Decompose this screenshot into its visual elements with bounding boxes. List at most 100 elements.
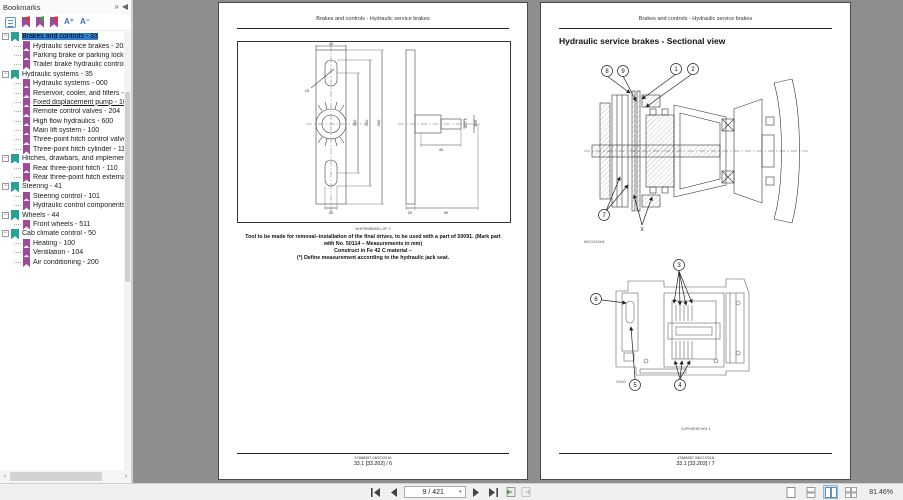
- collapse-box-icon[interactable]: −: [2, 33, 9, 41]
- bookmark-item[interactable]: − Steering - 41: [0, 182, 124, 192]
- previous-view-icon[interactable]: [504, 486, 517, 499]
- single-page-view-icon[interactable]: [783, 485, 798, 499]
- bookmark-item-label: Main lift system - 100: [33, 127, 100, 135]
- footer-page-number: 33.1 [33.202] / 6: [353, 461, 393, 467]
- bookmark-item[interactable]: Rear three-point hitch - 110: [0, 163, 124, 173]
- panel-collapse-icon[interactable]: ◀: [121, 2, 128, 11]
- bookmark-item-label: Hitches, drawbars, and implement cou: [22, 155, 124, 163]
- bookmark-icon: [23, 78, 30, 89]
- dim-label: 200: [352, 119, 357, 126]
- tool-drawing-svg: 40 15 200 350 390 20 40 20 90 Ø27.5 Ø36: [305, 42, 480, 215]
- bookmark-tool-icon-1[interactable]: [22, 16, 30, 28]
- chevron-down-icon[interactable]: ▾: [458, 489, 462, 495]
- facing-continuous-view-icon[interactable]: [843, 485, 858, 499]
- continuous-view-icon[interactable]: [803, 485, 818, 499]
- bookmark-item[interactable]: −Wheels - 44: [0, 210, 124, 220]
- tool-drawing-figure: 40 15 200 350 390 20 40 20 90 Ø27.5 Ø36: [237, 41, 511, 223]
- scroll-left-icon[interactable]: ‹: [3, 473, 7, 480]
- bookmark-icon: [23, 125, 30, 136]
- bookmark-item[interactable]: Trailer brake hydraulic control - 226: [0, 60, 124, 70]
- callout-9: 9: [621, 69, 625, 75]
- bookmark-item-label: Steering - 41: [22, 183, 63, 191]
- collapse-box-icon[interactable]: −: [2, 155, 9, 163]
- document-view[interactable]: Brakes and controls - Hydraulic service …: [135, 0, 903, 483]
- footer-page-number: 33.1 [33.202] / 7: [676, 461, 715, 467]
- callout-5: 5: [633, 383, 637, 389]
- bookmark-item[interactable]: Three-point hitch control valve - 1: [0, 135, 124, 145]
- bookmark-item-label: Hydraulic service brakes - 202: [33, 42, 124, 50]
- bookmark-item[interactable]: Main lift system - 100: [0, 125, 124, 136]
- bookmark-item[interactable]: High flow hydraulics - 600: [0, 116, 124, 126]
- bookmark-item[interactable]: Steering control - 101: [0, 191, 124, 202]
- bookmark-icon: [23, 247, 30, 258]
- bookmark-item-label: Three-point hitch cylinder - 116: [33, 145, 124, 153]
- green-dot-icon: [40, 16, 44, 21]
- bookmark-icon: [23, 172, 30, 183]
- bookmark-tool-icon-3[interactable]: [50, 16, 58, 28]
- view-mode-controls: 81.46%: [783, 484, 893, 500]
- first-page-icon[interactable]: [370, 486, 383, 499]
- bookmark-icon: [23, 97, 30, 108]
- bookmark-item[interactable]: Three-point hitch cylinder - 116: [0, 144, 124, 155]
- collapse-box-icon[interactable]: −: [2, 70, 9, 78]
- bookmark-item[interactable]: Fixed displacement pump - 104: [0, 97, 124, 108]
- bookmark-item[interactable]: −Brakes and controls - 33: [0, 32, 124, 42]
- next-page-icon[interactable]: [470, 486, 483, 499]
- bookmark-item[interactable]: Reservoir, cooler, and filters - 300: [0, 88, 124, 98]
- bookmark-item-label: High flow hydraulics - 600: [33, 117, 114, 125]
- collapse-box-icon[interactable]: −: [2, 211, 9, 219]
- collapse-box-icon[interactable]: −: [2, 183, 9, 191]
- dim-label: 20: [408, 210, 413, 215]
- bookmark-item[interactable]: Hydraulic control components - 20: [0, 201, 124, 211]
- bookmark-item[interactable]: Hydraulic systems - 000: [0, 78, 124, 89]
- bookmark-item[interactable]: Hydraulic service brakes - 202: [0, 41, 124, 51]
- bookmark-item[interactable]: Parking brake or parking lock - 110: [0, 50, 124, 61]
- bookmark-icon: [23, 135, 30, 145]
- expand-bookmarks-icon[interactable]: [5, 16, 16, 28]
- bookmark-item[interactable]: −Cab climate control - 50: [0, 229, 124, 239]
- figure-caption: NHPW6B8901-0F 2 Tool to be made for remo…: [219, 225, 527, 262]
- caption-line: (*) Define measurement according to the …: [296, 255, 450, 261]
- bookmark-item[interactable]: −Hydraulic systems - 35: [0, 69, 124, 79]
- status-bar: 9 / 421 ▾: [0, 483, 903, 500]
- bookmark-icon: [23, 41, 30, 51]
- bookmark-item-label: Front wheels - 511: [33, 221, 91, 228]
- bookmark-item-label: Steering control - 101: [33, 192, 100, 200]
- bookmark-item[interactable]: Ventilation - 104: [0, 247, 124, 258]
- dim-label: Ø36: [474, 120, 478, 127]
- page-number-value[interactable]: 9 / 421: [422, 488, 444, 496]
- scrollbar-thumb[interactable]: [125, 92, 130, 282]
- next-view-icon[interactable]: [521, 486, 534, 499]
- bookmark-item[interactable]: Rear three-point hitch external cor: [0, 172, 124, 183]
- dim-label: 390: [376, 119, 381, 126]
- collapse-box-icon[interactable]: −: [2, 230, 9, 238]
- scrollbar-thumb[interactable]: [10, 472, 102, 481]
- panel-float-icon[interactable]: »: [114, 2, 119, 11]
- bookmark-item[interactable]: Air conditioning - 200: [0, 257, 124, 267]
- footer-rule: [237, 453, 509, 454]
- bookmarks-panel-header: Bookmarks » ◀: [0, 0, 131, 14]
- bookmark-item[interactable]: − Hitches, drawbars, and implement cou: [0, 154, 124, 164]
- page-number-input[interactable]: 9 / 421 ▾: [403, 486, 466, 498]
- panel-horizontal-scrollbar[interactable]: ‹ ›: [0, 470, 131, 483]
- facing-view-icon[interactable]: [823, 485, 839, 499]
- bookmark-item[interactable]: Remote control valves - 204: [0, 107, 124, 117]
- dim-label: 20: [329, 210, 334, 215]
- bookmark-tool-icon-2[interactable]: [36, 16, 44, 28]
- bookmark-item[interactable]: Heating - 100: [0, 238, 124, 248]
- bookmark-item-label: Parking brake or parking lock - 110: [33, 51, 124, 59]
- bookmark-icon: [11, 154, 19, 164]
- page-navigation: 9 / 421 ▾: [370, 484, 534, 500]
- caption-line: Construct in Fe 42 C material –: [334, 248, 412, 254]
- bookmark-icon: [23, 107, 30, 117]
- bookmarks-toolbar: A⁺ A⁻: [0, 14, 131, 31]
- previous-page-icon[interactable]: [387, 486, 400, 499]
- panel-vertical-scrollbar[interactable]: [124, 32, 131, 470]
- scroll-right-icon[interactable]: ›: [124, 473, 128, 480]
- section-title: Hydraulic service brakes - Sectional vie…: [559, 36, 726, 46]
- font-increase-icon[interactable]: A⁺: [64, 17, 74, 26]
- font-decrease-icon[interactable]: A⁻: [80, 17, 90, 26]
- last-page-icon[interactable]: [487, 486, 500, 499]
- page-running-header: Brakes and controls - Hydraulic service …: [316, 16, 430, 22]
- bookmark-item[interactable]: Front wheels - 511: [0, 219, 124, 230]
